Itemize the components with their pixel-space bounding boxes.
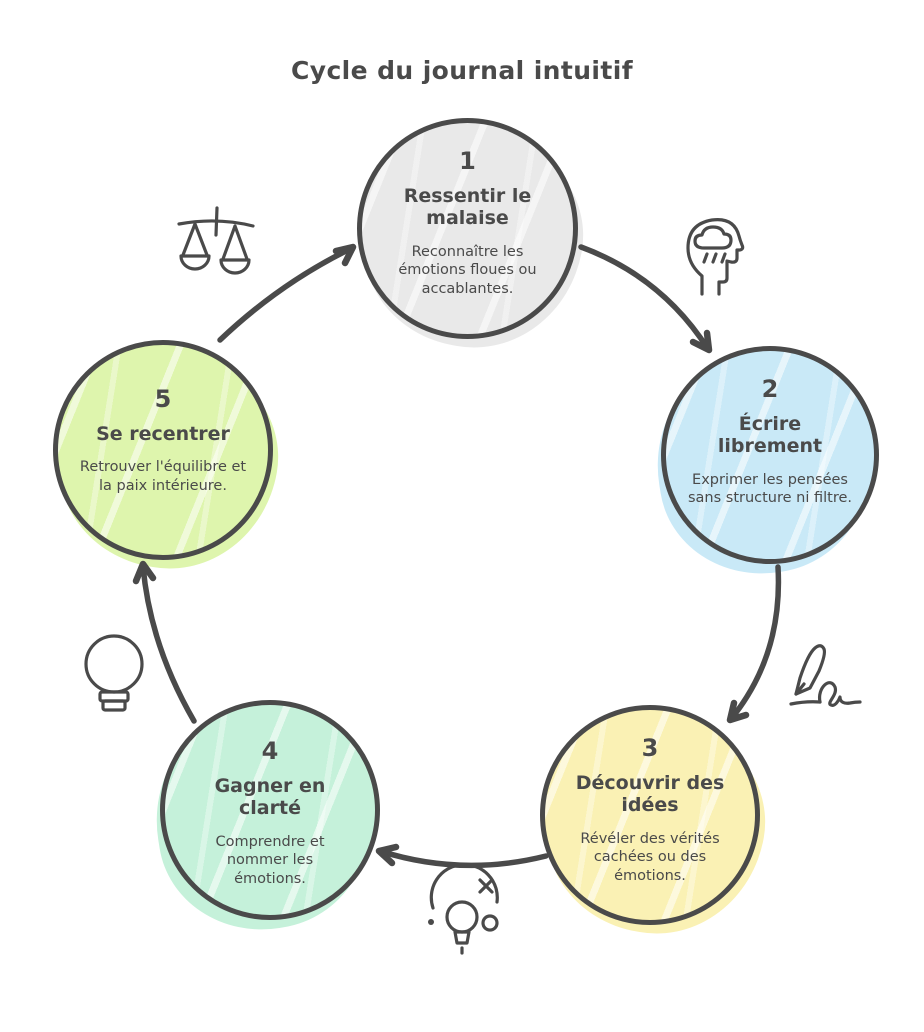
idea-process-icon xyxy=(428,866,499,955)
lightbulb-icon xyxy=(84,634,144,712)
step-title: Découvrir des idées xyxy=(575,772,725,817)
step-node-2: 2 Écrire librement Exprimer les pensées … xyxy=(661,346,879,564)
pen-signature-icon xyxy=(789,644,862,707)
step-number: 3 xyxy=(641,734,659,762)
arrow-2-to-3 xyxy=(726,564,782,724)
step-node-3: 3 Découvrir des idées Révéler des vérité… xyxy=(540,705,760,925)
step-title: Gagner en clarté xyxy=(214,775,326,820)
arrow-3-to-4 xyxy=(375,843,549,869)
step-circle-1: 1 Ressentir le malaise Reconnaître les é… xyxy=(357,118,578,339)
step-node-5: 5 Se recentrer Retrouver l'équilibre et … xyxy=(53,340,273,560)
step-description: Exprimer les pensées sans structure ni f… xyxy=(687,471,853,507)
head-rain-icon xyxy=(686,217,745,296)
step-node-1: 1 Ressentir le malaise Reconnaître les é… xyxy=(357,118,578,339)
step-number: 1 xyxy=(459,147,476,175)
step-title: Écrire librement xyxy=(717,413,823,458)
step-circle-2: 2 Écrire librement Exprimer les pensées … xyxy=(661,346,879,564)
step-number: 5 xyxy=(154,385,172,413)
step-node-4: 4 Gagner en clarté Comprendre et nommer … xyxy=(160,700,380,920)
diagram-title: Cycle du journal intuitif xyxy=(291,56,633,85)
step-circle-5: 5 Se recentrer Retrouver l'équilibre et … xyxy=(53,340,273,560)
step-circle-3: 3 Découvrir des idées Révéler des vérité… xyxy=(540,705,760,925)
step-circle-4: 4 Gagner en clarté Comprendre et nommer … xyxy=(160,700,380,920)
step-description: Retrouver l'équilibre et la paix intérie… xyxy=(79,459,247,494)
scales-icon xyxy=(177,206,255,275)
step-description: Comprendre et nommer les émotions. xyxy=(215,833,325,887)
step-title: Se recentrer xyxy=(96,423,230,445)
step-title: Ressentir le malaise xyxy=(403,185,532,230)
step-number: 4 xyxy=(261,737,279,765)
step-description: Reconnaître les émotions floues ou accab… xyxy=(398,243,537,297)
step-number: 2 xyxy=(761,375,779,403)
step-description: Révéler des vérités cachées ou des émoti… xyxy=(580,830,720,884)
